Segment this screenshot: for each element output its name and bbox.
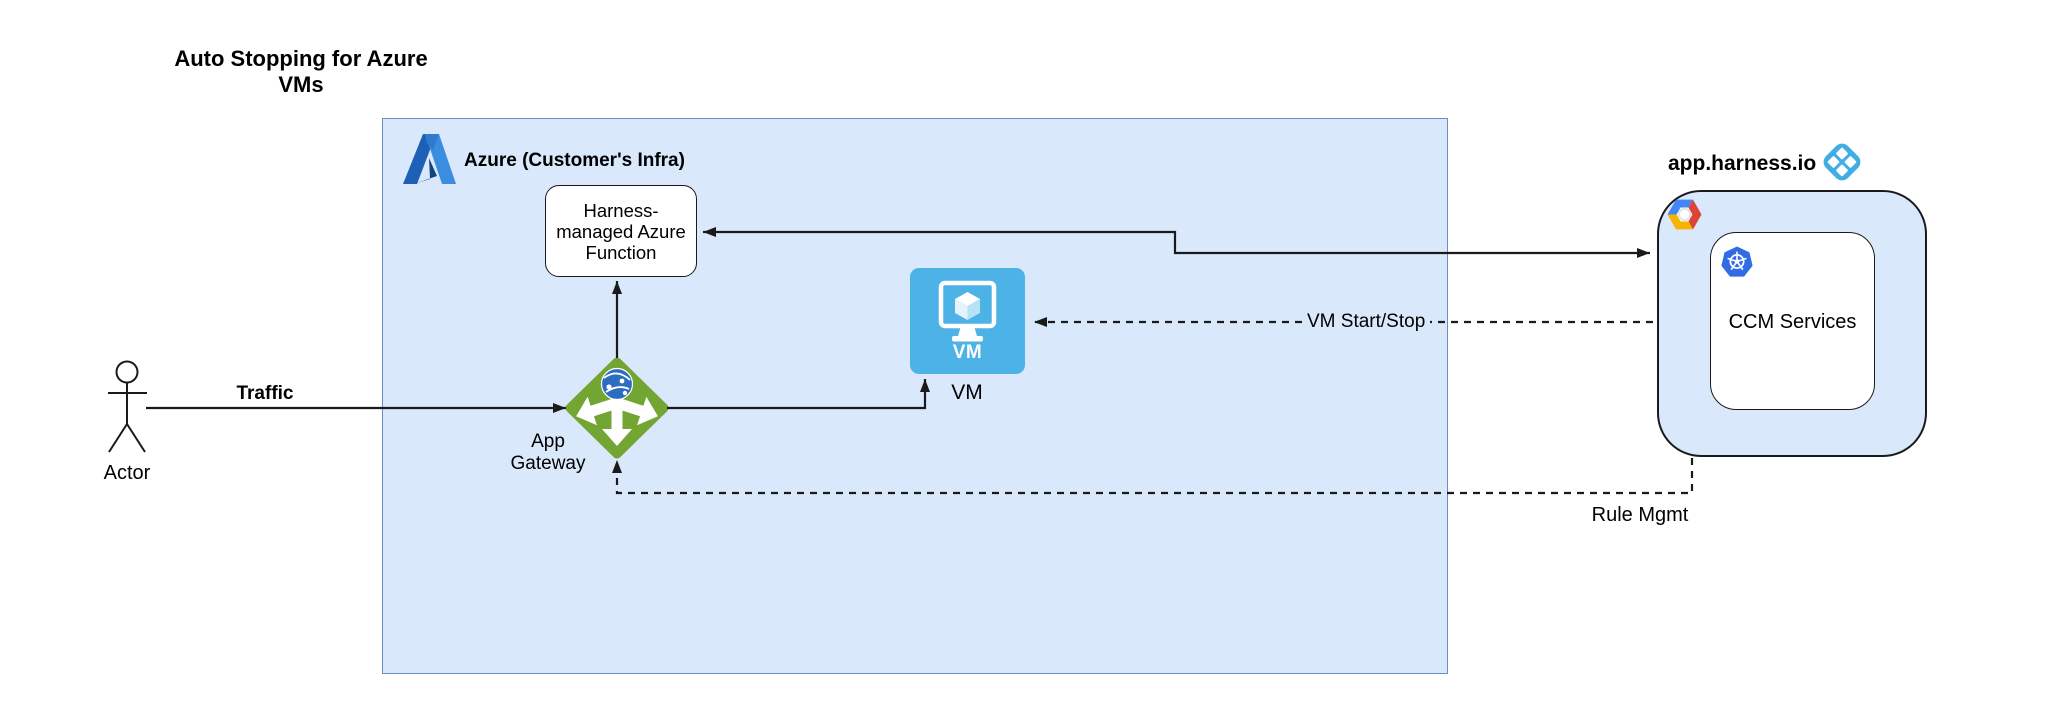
azure-function-node: Harness-managed Azure Function: [545, 185, 697, 277]
vm-start-stop-edge-label: VM Start/Stop: [1302, 310, 1431, 334]
actor-icon: [108, 360, 147, 453]
actor-label: Actor: [103, 462, 151, 484]
harness-site-label: app.harness.io: [1668, 152, 1817, 175]
kubernetes-icon: [1721, 246, 1753, 277]
vm-node: VM: [910, 268, 1025, 374]
azure-function-label: Harness-managed Azure Function: [556, 199, 686, 263]
vm-node-label: VM: [951, 381, 983, 404]
azure-group-label: Azure (Customer's Infra): [464, 150, 685, 171]
vm-icon-text: VM: [952, 342, 983, 363]
vm-icon: [938, 280, 997, 342]
azure-group-box: [382, 118, 1448, 674]
traffic-edge-label: Traffic: [236, 383, 294, 404]
harness-logo-icon: [1823, 143, 1861, 181]
gcp-logo-icon: [1667, 199, 1702, 230]
rule-mgmt-edge-label: Rule Mgmt: [1591, 504, 1689, 526]
ccm-services-label: CCM Services: [1728, 311, 1857, 333]
diagram-title: Auto Stopping for Azure VMs: [174, 46, 428, 97]
azure-logo-icon: [403, 134, 456, 184]
app-gateway-label: App Gateway: [510, 431, 586, 474]
